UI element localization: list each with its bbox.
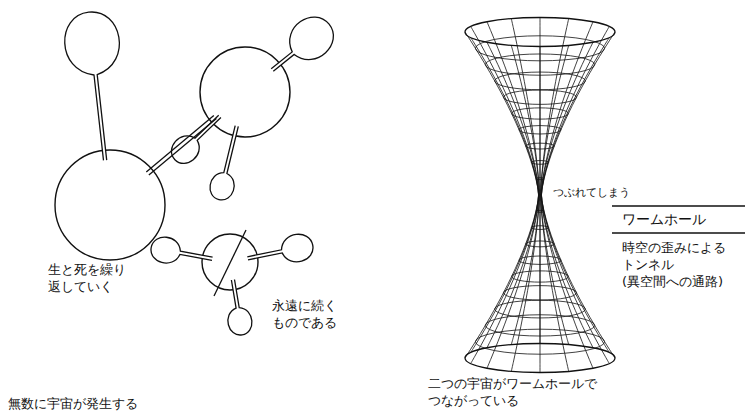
grid-meridian	[471, 26, 539, 194]
baby-universe-bud	[210, 126, 238, 200]
caption-note: 永遠に続く ものである	[272, 298, 356, 332]
baby-universe-bud	[247, 234, 313, 262]
grid-meridian	[541, 195, 593, 368]
universe-tube	[149, 119, 217, 176]
wormhole-description: 時空の歪みによる トンネル (異空間への通路)	[622, 240, 750, 291]
grid-meridian	[541, 38, 609, 196]
grid-meridian	[541, 195, 609, 353]
universe-circle	[55, 150, 165, 260]
grid-meridian	[487, 195, 539, 368]
wormhole-title: ワームホール	[622, 210, 744, 228]
grid-meridian	[465, 195, 539, 358]
grid-meridian	[465, 32, 539, 195]
grid-meridian	[540, 18, 541, 195]
baby-universe-bud	[65, 12, 120, 160]
grid-meridian	[541, 22, 593, 195]
baby-universe-bud	[271, 17, 333, 71]
universe-stem	[214, 230, 246, 296]
grid-meridian	[540, 195, 541, 344]
grid-meridian	[541, 195, 609, 363]
baby-universe-bud	[151, 237, 213, 263]
grid-meridian	[471, 195, 539, 363]
grid-meridian	[542, 32, 616, 195]
grid-meridian	[541, 26, 609, 194]
grid-meridian	[540, 196, 541, 373]
universe-tube	[146, 115, 214, 172]
caption-note: 無数に宇宙が発生する	[8, 396, 218, 413]
grid-meridian	[541, 195, 593, 348]
callout-note: つぶれてしまう	[553, 186, 663, 200]
grid-meridian	[511, 19, 539, 195]
grid-meridian	[542, 195, 616, 358]
grid-meridian	[487, 195, 539, 348]
baby-universe-bud	[171, 115, 220, 163]
grid-meridian	[471, 195, 539, 353]
caption-note: 生と死を繰り 返していく	[48, 262, 144, 296]
title-underline	[612, 232, 745, 233]
grid-meridian	[471, 38, 539, 196]
title-overline	[612, 205, 745, 206]
grid-meridian	[487, 22, 539, 195]
grid-meridian	[511, 195, 539, 345]
caption-note: 二つの宇宙がワームホールで つながっている	[428, 376, 638, 410]
baby-universe-bud	[228, 280, 252, 335]
